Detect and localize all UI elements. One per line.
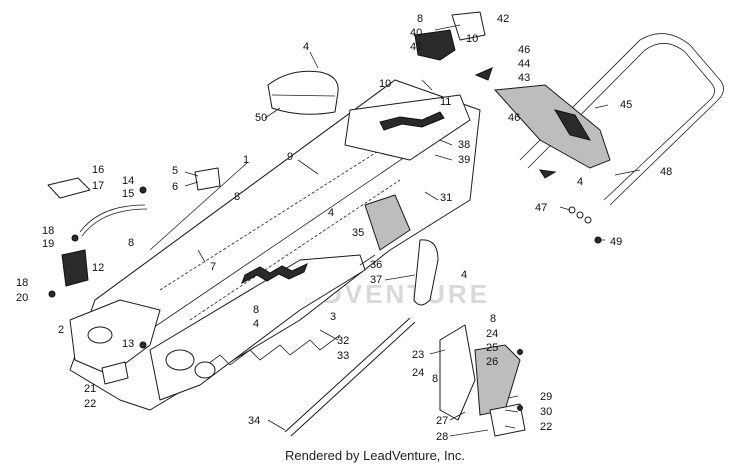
callout-37: 37 (370, 274, 382, 286)
part-rivets (568, 206, 602, 244)
callout-20: 20 (16, 292, 28, 304)
part-screws (48, 186, 523, 411)
callout-33: 33 (337, 350, 349, 362)
part-hardware-21 (101, 361, 129, 385)
callout-4: 4 (328, 207, 334, 219)
callout-24: 24 (412, 367, 424, 379)
callout-8: 8 (432, 373, 438, 385)
callout-24: 24 (486, 328, 498, 340)
callout-21: 21 (84, 383, 96, 395)
callout-35: 35 (352, 227, 364, 239)
callouts: 4 50 1 9 5 6 8 7 16 17 14 15 18 19 8 12 … (16, 13, 672, 443)
callout-13: 13 (122, 338, 134, 350)
part-long-tube (284, 317, 416, 437)
arrow-icon (474, 67, 557, 179)
part-chain-guard (413, 239, 439, 306)
callout-23: 23 (412, 349, 424, 361)
callout-1: 1 (243, 154, 249, 166)
callout-10: 10 (466, 33, 478, 45)
callout-19: 19 (42, 238, 54, 250)
callout-39: 39 (458, 154, 470, 166)
callout-27: 27 (436, 415, 448, 427)
callout-29: 29 (540, 391, 552, 403)
callout-28: 28 (436, 431, 448, 443)
callout-5: 5 (172, 165, 178, 177)
callout-34: 34 (248, 415, 260, 427)
callout-9: 9 (287, 151, 293, 163)
callout-18: 18 (42, 225, 54, 237)
callout-3: 3 (330, 311, 336, 323)
part-vent (61, 249, 89, 287)
callout-11: 11 (440, 96, 451, 108)
callout-26: 26 (486, 356, 498, 368)
callout-17: 17 (92, 180, 104, 192)
callout-41: 41 (410, 41, 422, 53)
part-bracket (414, 11, 486, 61)
part-plate (194, 167, 221, 191)
part-rear-deck-panel (344, 94, 471, 161)
callout-22: 22 (84, 398, 96, 410)
callout-40: 40 (410, 27, 422, 39)
part-side-panel-assembly (439, 324, 526, 437)
callout-4: 4 (253, 318, 259, 330)
callout-49: 49 (610, 236, 622, 248)
part-running-board (364, 194, 411, 251)
callout-48: 48 (660, 166, 672, 178)
callout-50: 50 (255, 112, 267, 124)
callout-6: 6 (172, 181, 178, 193)
part-rod (79, 204, 148, 237)
callout-31: 31 (440, 192, 452, 204)
callout-4: 4 (461, 269, 467, 281)
callout-43: 43 (518, 72, 530, 84)
callout-44: 44 (518, 58, 530, 70)
callout-8: 8 (490, 313, 496, 325)
callout-38: 38 (458, 139, 470, 151)
callout-15: 15 (122, 188, 134, 200)
callout-8: 8 (128, 237, 134, 249)
part-grab-handle (47, 177, 91, 199)
callout-14: 14 (122, 175, 134, 187)
callout-22: 22 (540, 421, 552, 433)
part-rear-bumper (519, 33, 724, 206)
callout-8: 8 (417, 13, 423, 25)
callout-18: 18 (16, 277, 28, 289)
callout-30: 30 (540, 406, 552, 418)
callout-2: 2 (58, 324, 64, 336)
callout-47: 47 (535, 202, 547, 214)
callout-46: 46 (518, 44, 530, 56)
leader-lines (149, 24, 641, 437)
callout-36: 36 (370, 259, 382, 271)
part-seat (267, 70, 339, 115)
footer-credit: Rendered by LeadVenture, Inc. (285, 448, 465, 463)
callout-4: 4 (577, 176, 583, 188)
part-snowflap (493, 84, 611, 169)
callout-12: 12 (92, 262, 104, 274)
callout-42: 42 (497, 13, 509, 25)
callout-8: 8 (253, 304, 259, 316)
callout-16: 16 (92, 164, 104, 176)
callout-7: 7 (210, 261, 216, 273)
callout-46: 46 (508, 112, 520, 124)
callout-4: 4 (303, 41, 309, 53)
part-left-side-plate (69, 299, 216, 379)
callout-45: 45 (620, 99, 632, 111)
callout-8: 8 (234, 191, 240, 203)
callout-32: 32 (337, 335, 349, 347)
callout-25: 25 (486, 342, 498, 354)
callout-10: 10 (379, 78, 391, 90)
